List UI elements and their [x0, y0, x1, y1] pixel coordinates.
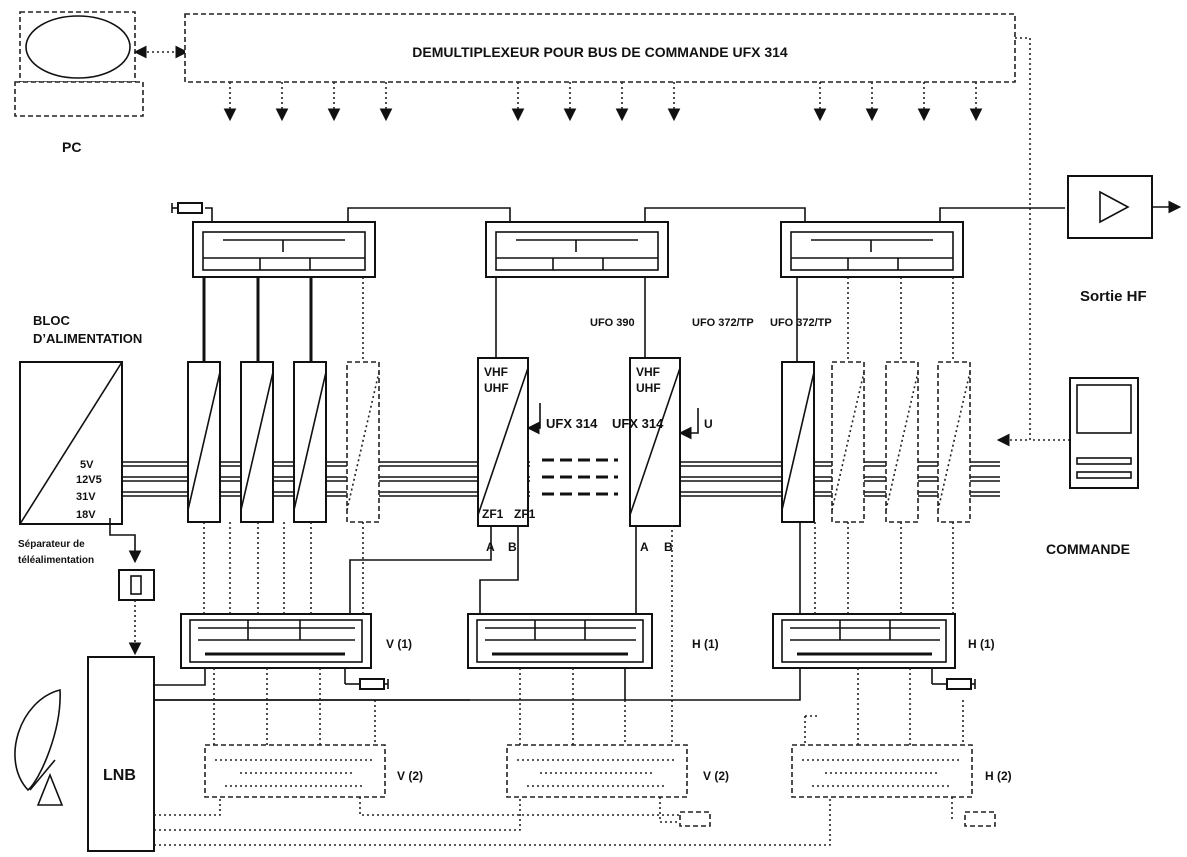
- splitter-h2: [791, 744, 973, 798]
- converter-module-3: [293, 361, 327, 523]
- lnb-links: [154, 668, 801, 701]
- converter-module-5: [781, 361, 815, 523]
- terminator-h1b: [931, 668, 976, 690]
- satellite-dish-icon: [14, 688, 64, 806]
- converter-module-1: [187, 361, 221, 523]
- pc-label: PC: [62, 139, 81, 155]
- separator-label-1: Séparateur de: [18, 539, 85, 550]
- splitter-h1-b: [772, 613, 956, 669]
- lnb-bottom-links: [154, 797, 831, 846]
- level2-links: [213, 668, 964, 745]
- lnb-label: LNB: [103, 767, 136, 784]
- splitter-v2b-label: V (2): [703, 769, 729, 783]
- separator-icon: [118, 569, 155, 601]
- demux-box: [184, 13, 1016, 83]
- ufx-control-arrow-b: [678, 408, 699, 440]
- comb1-module-links: [202, 277, 364, 362]
- power-5v: 5V: [80, 459, 94, 471]
- comb3-module-links: [796, 277, 954, 362]
- ufx-label-b: UFX 314: [612, 416, 664, 431]
- commande-icon: [1069, 377, 1139, 489]
- splitter-h1a-label: H (1): [692, 637, 719, 651]
- ufx-label-a: UFX 314: [546, 416, 598, 431]
- converter-module-8-optional: [937, 361, 971, 523]
- module-b-port-b: B: [664, 540, 673, 554]
- module-b-vhf: VHF: [636, 365, 660, 379]
- power-supply-box: [19, 361, 123, 525]
- power-title-2: D’ALIMENTATION: [33, 331, 142, 346]
- power-title-1: BLOC: [33, 313, 70, 328]
- module-b-port-a: A: [640, 540, 649, 554]
- ufo390-label: UFO 390: [590, 317, 635, 329]
- power-18v: 18V: [76, 509, 96, 521]
- combiner-chain: [205, 207, 1065, 222]
- output-label: Sortie HF: [1080, 288, 1147, 305]
- terminator-v1: [344, 668, 389, 690]
- lnb-box: [87, 656, 155, 852]
- terminator-h2: [964, 811, 996, 827]
- top-combiner-2: [485, 221, 669, 278]
- module-a-port-b: B: [508, 540, 517, 554]
- top-combiner-1: [192, 221, 376, 278]
- demux-commande-link: [996, 37, 1031, 447]
- separator-link: [109, 518, 142, 564]
- splitter-v1: [180, 613, 372, 669]
- splitter-h2-label: H (2): [985, 769, 1012, 783]
- demux-output-arrows: [223, 82, 983, 122]
- module-a-zf1: ZF1: [482, 507, 504, 521]
- bus-gap-dashes: [542, 458, 618, 496]
- top-combiner-3: [780, 221, 964, 278]
- module-a-vhf: VHF: [484, 365, 508, 379]
- module-b-zf1: ZF1: [514, 507, 536, 521]
- ufo372-label-a: UFO 372/TP: [692, 317, 754, 329]
- splitter-v2-b: [506, 744, 688, 798]
- amplifier-icon: [1067, 175, 1182, 239]
- terminator-top-left: [171, 202, 203, 214]
- ufo372-label-b: UFO 372/TP: [770, 317, 832, 329]
- splitter-v2-a: [204, 744, 386, 798]
- converter-module-ufx314-a: [477, 357, 529, 527]
- power-12v5: 12V5: [76, 474, 102, 486]
- commande-label: COMMANDE: [1046, 541, 1130, 557]
- splitter-h1-a: [467, 613, 653, 669]
- splitter-v2a-label: V (2): [397, 769, 423, 783]
- converter-module-ufx314-b: [629, 357, 681, 527]
- demux-label: DEMULTIPLEXEUR POUR BUS DE COMMANDE UFX …: [412, 44, 788, 60]
- pc-icon: [14, 11, 144, 117]
- module-a-uhf: UHF: [484, 381, 509, 395]
- splitter-h1b-label: H (1): [968, 637, 995, 651]
- terminator-v2b: [679, 811, 711, 827]
- splitter-v1-label: V (1): [386, 637, 412, 651]
- converter-module-4-optional: [346, 361, 380, 523]
- ufx-u-label: U: [704, 417, 713, 431]
- converter-module-6-optional: [831, 361, 865, 523]
- module-b-uhf: UHF: [636, 381, 661, 395]
- ufx-control-arrow-a: [526, 403, 541, 435]
- converter-module-2: [240, 361, 274, 523]
- separator-label-2: téléalimentation: [18, 555, 94, 566]
- power-31v: 31V: [76, 491, 96, 503]
- converter-module-7-optional: [885, 361, 919, 523]
- module-splitter-links: [203, 522, 954, 800]
